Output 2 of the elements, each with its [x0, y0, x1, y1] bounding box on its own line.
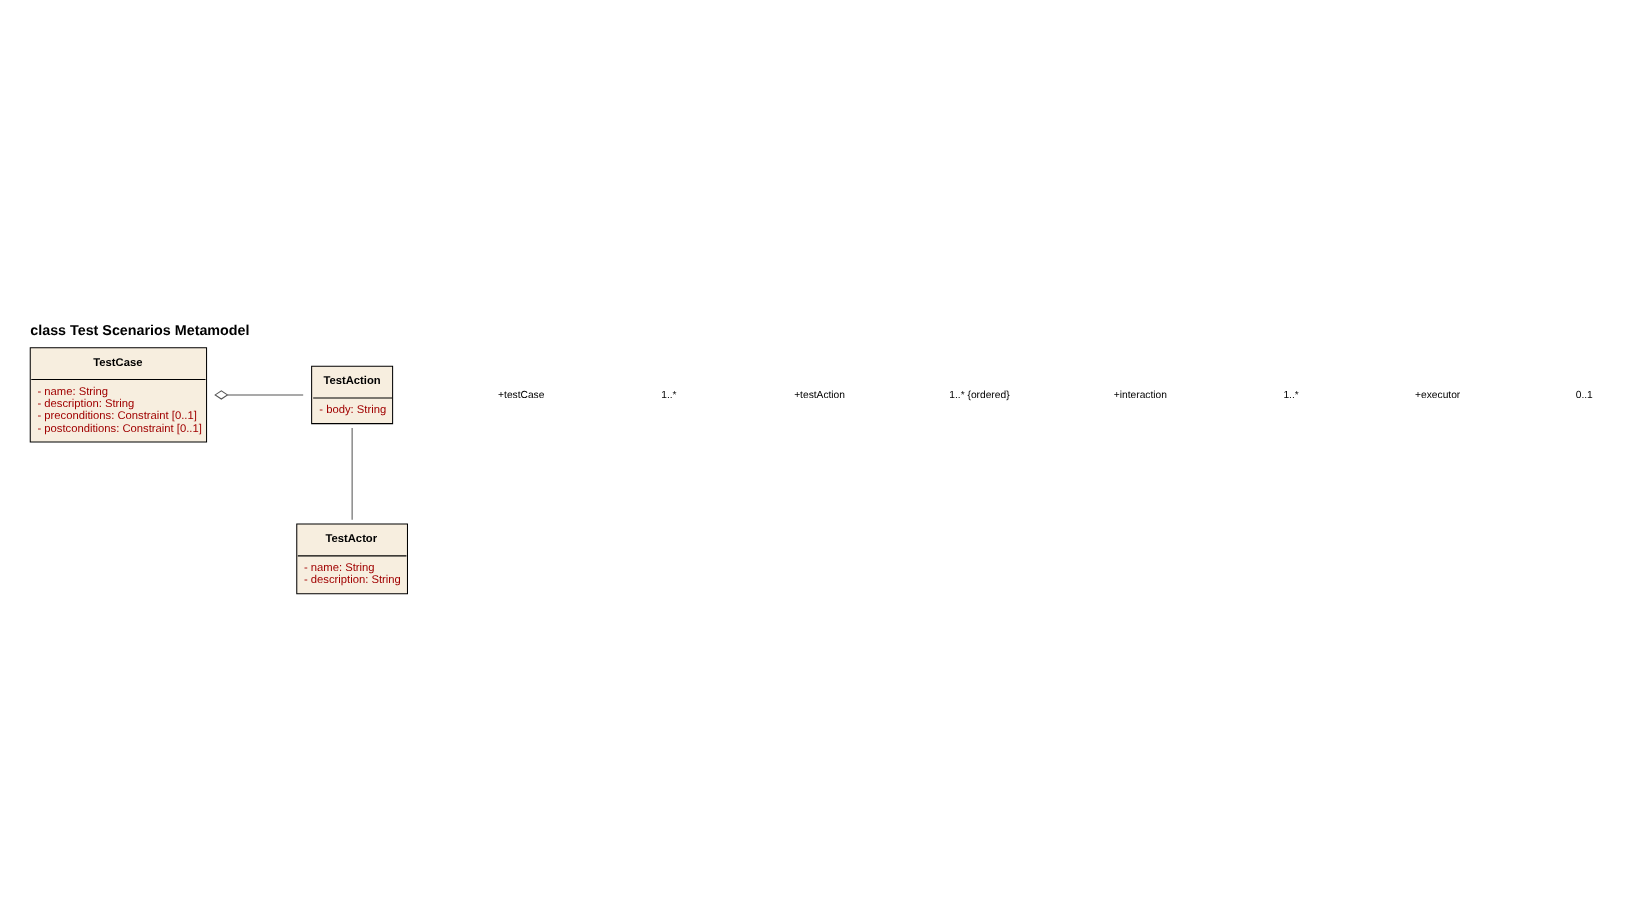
connector: [214, 390, 304, 400]
connector: [351, 427, 353, 521]
